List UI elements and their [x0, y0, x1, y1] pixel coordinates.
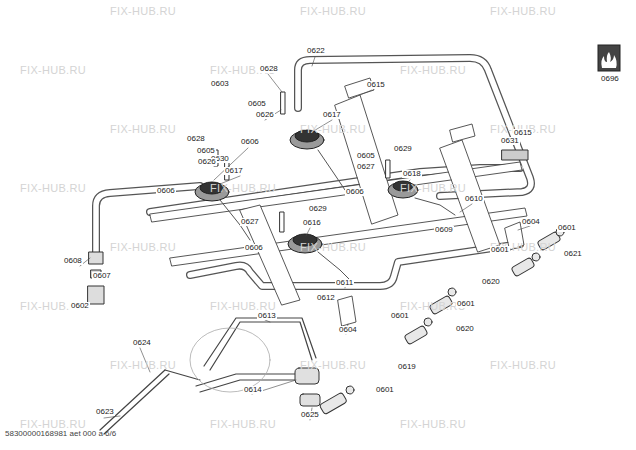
callout-number: 0615 — [513, 129, 533, 137]
callout-number: 0610 — [464, 195, 484, 203]
gas-type-icon — [598, 45, 620, 71]
callout-number: 0605 — [247, 100, 267, 108]
callout-number: 0611 — [335, 279, 354, 287]
callout-number: 0604 — [521, 218, 541, 226]
callout-number: 0607 — [92, 272, 112, 280]
watermark: FIX-HUB.RU — [400, 419, 466, 430]
callout-number: 0603 — [210, 80, 230, 88]
callout-number: 0606 — [156, 187, 176, 195]
callout-number: 0696 — [600, 75, 620, 83]
watermark: FIX-HUB.RU — [110, 6, 176, 17]
callout-number: 0616 — [302, 219, 322, 227]
callout-number: 0605 — [356, 152, 376, 160]
callout-number: 0626 — [255, 111, 275, 119]
callout-number: 0622 — [306, 47, 326, 55]
watermark: FIX-HUB.RU — [210, 183, 276, 194]
callout-number: 0628 — [186, 135, 206, 143]
callout-number: 0605 — [196, 147, 216, 155]
callout-number: 0615 — [366, 81, 386, 89]
callout-number: 0629 — [308, 205, 328, 213]
watermark: FIX-HUB.RU — [300, 6, 366, 17]
callout-number: 0627 — [240, 218, 260, 226]
watermark: FIX-HUB.RU — [400, 65, 466, 76]
watermark: FIX-HUB.RU — [210, 419, 276, 430]
callout-number: 0604 — [338, 326, 358, 334]
callout-number: 0614 — [243, 386, 263, 394]
callout-number: 0621 — [563, 250, 583, 258]
callout-number: 0618 — [402, 170, 422, 178]
callout-number: 0601 — [557, 224, 577, 232]
callout-number: 0601 — [456, 300, 476, 308]
callout-number: 0631 — [500, 137, 520, 145]
watermark: FIX-HUB.RU — [110, 360, 176, 371]
callout-number: 0602 — [70, 302, 90, 310]
callout-number: 0613 — [257, 312, 277, 320]
callout-number: 0609 — [434, 226, 454, 234]
watermark: FIX-HUB.RU — [300, 360, 366, 371]
callout-number: 0617 — [322, 111, 342, 119]
callout-number: 0625 — [300, 411, 320, 419]
callout-number: 0608 — [63, 257, 83, 265]
watermark: FIX-HUB.RU — [300, 242, 366, 253]
drawing-number: 58300000168981 aet 000 a 6/6 — [5, 430, 116, 438]
callout-number: 0612 — [316, 294, 336, 302]
callout-number: 0619 — [397, 363, 417, 371]
callout-number: 0606 — [345, 188, 365, 196]
watermark: FIX-HUB.RU — [490, 360, 556, 371]
callout-number: 0629 — [393, 145, 413, 153]
watermark: FIX-HUB.RU — [210, 301, 276, 312]
callout-number: 0627 — [356, 163, 376, 171]
watermark: FIX-HUB.RU — [110, 242, 176, 253]
callout-number: 0628 — [259, 65, 279, 73]
callout-number: 0617 — [224, 167, 244, 175]
callout-number: 0601 — [375, 386, 395, 394]
watermark: FIX-HUB.RU — [400, 183, 466, 194]
callout-number: 0620 — [455, 325, 475, 333]
callout-number: 0626 — [197, 158, 217, 166]
callout-number: 0623 — [95, 408, 115, 416]
callout-number: 0601 — [490, 246, 510, 254]
watermark: FIX-HUB.RU — [20, 65, 86, 76]
watermark: FIX-HUB.RU — [300, 124, 366, 135]
watermark: FIX-HUB.RU — [110, 124, 176, 135]
watermark: FIX-HUB.RU — [490, 6, 556, 17]
callout-number: 0624 — [132, 339, 152, 347]
watermark: FIX-HUB.RU — [20, 419, 86, 430]
callout-number: 0601 — [390, 312, 410, 320]
callout-number: 0620 — [481, 278, 501, 286]
callout-number: 0606 — [240, 138, 260, 146]
callout-number: 0606 — [244, 244, 264, 252]
watermark: FIX-HUB.RU — [20, 183, 86, 194]
